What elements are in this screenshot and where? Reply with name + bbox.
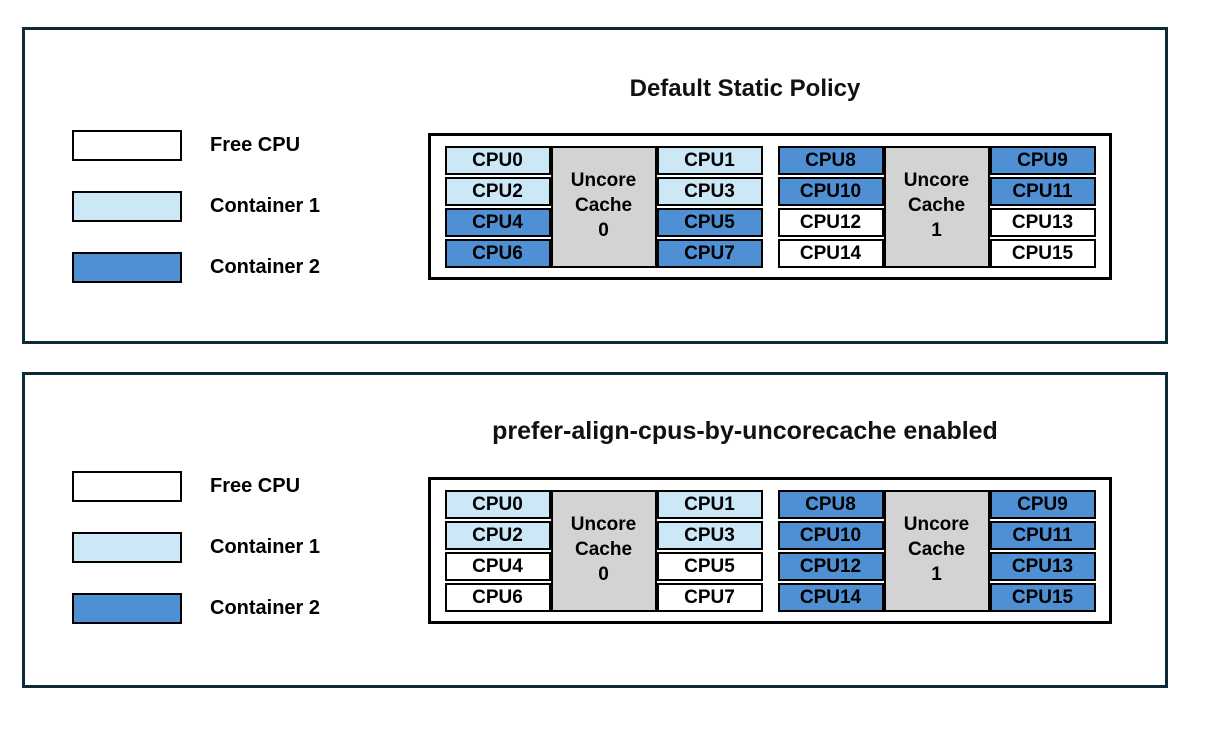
cpu-cell: CPU4 [444, 551, 551, 581]
cpu-cell: CPU8 [777, 145, 884, 175]
legend-item: Free CPU [72, 471, 320, 502]
legend-swatch-free-cpu [72, 471, 182, 502]
uncore-cache-line: Uncore [570, 514, 637, 536]
uncore-cache-line: 0 [598, 563, 609, 585]
legend-item: Container 1 [72, 191, 320, 222]
uncore-cache-group-0: CPU0 CPU2 CPU4 CPU6 Uncore Cache 0 CPU1 … [444, 145, 763, 268]
uncore-cache-line: 1 [931, 563, 942, 585]
legend-swatch-container-2 [72, 252, 182, 283]
panel-title: Default Static Policy [629, 75, 861, 102]
uncore-cache-line: Uncore [903, 514, 970, 536]
uncore-cache-box: Uncore Cache 0 [550, 489, 657, 612]
cpu-cell: CPU15 [989, 582, 1096, 612]
legend-swatch-container-1 [72, 191, 182, 222]
legend-label: Container 1 [210, 195, 321, 217]
cpu-cell: CPU14 [777, 238, 884, 268]
cpu-cell: CPU8 [777, 489, 884, 519]
panel-prefer-align-cpus-by-uncorecache: prefer-align-cpus-by-uncorecache enabled… [22, 372, 1168, 688]
legend-item: Container 2 [72, 593, 320, 624]
legend-swatch-free-cpu [72, 130, 182, 161]
cpu-column-right: CPU1 CPU3 CPU5 CPU7 [656, 145, 763, 268]
cpu-cell: CPU7 [656, 238, 763, 268]
legend-item: Container 1 [72, 532, 320, 563]
cpu-column-right: CPU9 CPU11 CPU13 CPU15 [989, 489, 1096, 612]
uncore-cache-box: Uncore Cache 1 [883, 145, 990, 268]
cpu-cell: CPU9 [989, 489, 1096, 519]
cpu-cell: CPU13 [989, 551, 1096, 581]
uncore-cache-box: Uncore Cache 1 [883, 489, 990, 612]
cpu-cell: CPU11 [989, 520, 1096, 550]
cpu-cell: CPU0 [444, 489, 551, 519]
cpu-cell: CPU10 [777, 520, 884, 550]
cpu-column-left: CPU0 CPU2 CPU4 CPU6 [444, 145, 551, 268]
cpu-cell: CPU2 [444, 176, 551, 206]
cpu-cell: CPU3 [656, 520, 763, 550]
panel-title: prefer-align-cpus-by-uncorecache enabled [492, 417, 998, 445]
cpu-topology-diagram: CPU0 CPU2 CPU4 CPU6 Uncore Cache 0 CPU1 … [428, 477, 1112, 624]
uncore-cache-box: Uncore Cache 0 [550, 145, 657, 268]
cpu-column-right: CPU9 CPU11 CPU13 CPU15 [989, 145, 1096, 268]
cpu-cell: CPU12 [777, 551, 884, 581]
cpu-cell: CPU11 [989, 176, 1096, 206]
cpu-column-left: CPU8 CPU10 CPU12 CPU14 [777, 489, 884, 612]
cpu-cell: CPU3 [656, 176, 763, 206]
cpu-cell: CPU13 [989, 207, 1096, 237]
legend-swatch-container-2 [72, 593, 182, 624]
uncore-cache-line: 1 [931, 219, 942, 241]
cpu-cell: CPU10 [777, 176, 884, 206]
legend-swatch-container-1 [72, 532, 182, 563]
uncore-cache-group-1: CPU8 CPU10 CPU12 CPU14 Uncore Cache 1 CP… [777, 489, 1096, 612]
cpu-cell: CPU5 [656, 207, 763, 237]
cpu-cell: CPU6 [444, 238, 551, 268]
cpu-cell: CPU15 [989, 238, 1096, 268]
cpu-cell: CPU0 [444, 145, 551, 175]
legend-item: Container 2 [72, 252, 320, 283]
legend: Free CPU Container 1 Container 2 [72, 130, 320, 283]
legend-label: Container 2 [210, 597, 321, 619]
cpu-cell: CPU2 [444, 520, 551, 550]
cpu-cell: CPU9 [989, 145, 1096, 175]
cpu-cell: CPU7 [656, 582, 763, 612]
uncore-cache-line: Uncore [903, 170, 970, 192]
uncore-cache-line: Cache [907, 539, 966, 561]
legend-item: Free CPU [72, 130, 320, 161]
cpu-cell: CPU14 [777, 582, 884, 612]
cpu-cell: CPU12 [777, 207, 884, 237]
cpu-column-right: CPU1 CPU3 CPU5 CPU7 [656, 489, 763, 612]
uncore-cache-line: Uncore [570, 170, 637, 192]
uncore-cache-line: Cache [574, 539, 633, 561]
cpu-column-left: CPU8 CPU10 CPU12 CPU14 [777, 145, 884, 268]
cpu-topology-diagram: CPU0 CPU2 CPU4 CPU6 Uncore Cache 0 CPU1 … [428, 133, 1112, 280]
legend: Free CPU Container 1 Container 2 [72, 471, 320, 624]
cpu-cell: CPU5 [656, 551, 763, 581]
legend-label: Container 2 [210, 256, 321, 278]
cpu-cell: CPU1 [656, 145, 763, 175]
uncore-cache-line: 0 [598, 219, 609, 241]
cpu-column-left: CPU0 CPU2 CPU4 CPU6 [444, 489, 551, 612]
cpu-cell: CPU4 [444, 207, 551, 237]
uncore-cache-group-1: CPU8 CPU10 CPU12 CPU14 Uncore Cache 1 CP… [777, 145, 1096, 268]
cpu-cell: CPU1 [656, 489, 763, 519]
legend-label: Free CPU [210, 134, 301, 156]
uncore-cache-line: Cache [907, 195, 966, 217]
uncore-cache-line: Cache [574, 195, 633, 217]
legend-label: Container 1 [210, 536, 321, 558]
legend-label: Free CPU [210, 475, 301, 497]
panel-default-static-policy: Default Static Policy Free CPU Container… [22, 27, 1168, 344]
uncore-cache-group-0: CPU0 CPU2 CPU4 CPU6 Uncore Cache 0 CPU1 … [444, 489, 763, 612]
cpu-cell: CPU6 [444, 582, 551, 612]
